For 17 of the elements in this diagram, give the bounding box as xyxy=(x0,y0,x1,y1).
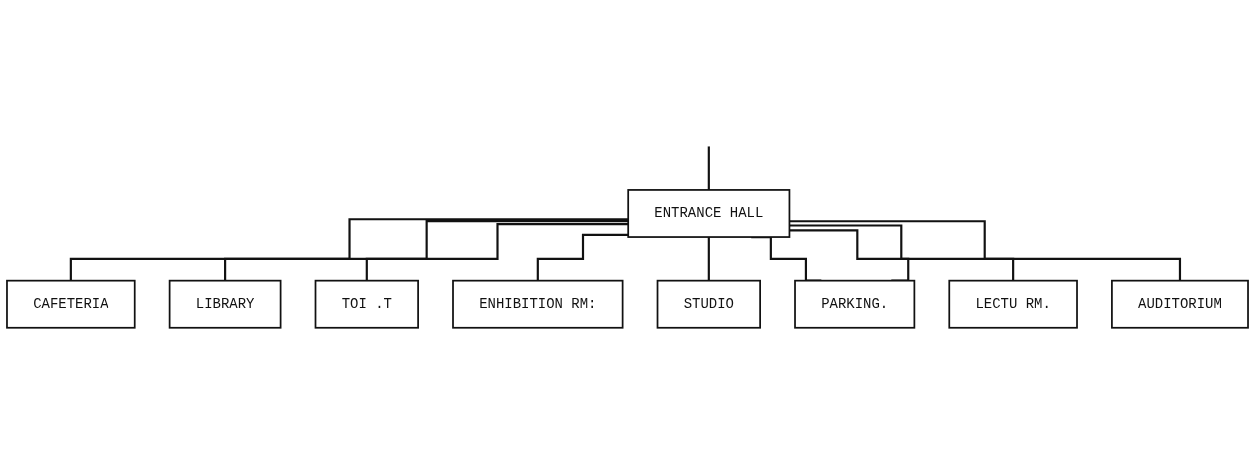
node-box: PARKING. xyxy=(794,279,916,329)
node-box: TOI .T xyxy=(314,279,419,329)
node-box: LIBRARY xyxy=(168,279,282,329)
node-box: ENHIBITION RM: xyxy=(452,279,624,329)
connector xyxy=(536,233,629,282)
node-box: LECTU RM. xyxy=(948,279,1078,329)
connector xyxy=(789,224,1015,282)
node-box: AUDITORIUM xyxy=(1111,279,1249,329)
connector xyxy=(789,220,1182,282)
connector xyxy=(224,219,629,282)
connector xyxy=(365,223,629,282)
node-box: STUDIO xyxy=(656,279,761,329)
connector xyxy=(789,229,910,282)
node-box: ENTRANCE HALL xyxy=(627,189,791,238)
connector xyxy=(707,145,710,191)
connector xyxy=(69,218,629,282)
node-box: CAFETERIA xyxy=(6,279,136,329)
